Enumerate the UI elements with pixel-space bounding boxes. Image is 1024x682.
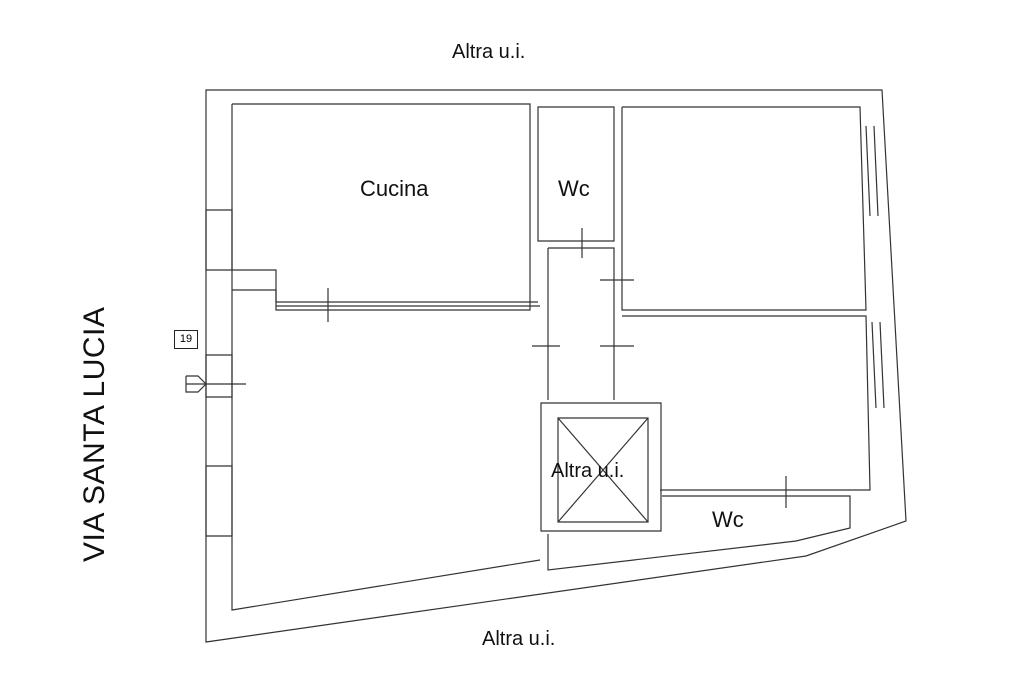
room-label-kitchen: Cucina bbox=[360, 176, 429, 201]
window-west-3 bbox=[206, 355, 232, 397]
neighbor-label-bottom: Altra u.i. bbox=[482, 628, 556, 650]
window-east-1 bbox=[866, 126, 870, 216]
shaft-outer bbox=[541, 403, 661, 531]
entrance-arrow bbox=[186, 376, 206, 392]
window-west-2 bbox=[206, 466, 232, 536]
civic-number-badge: 19 bbox=[174, 330, 198, 349]
shaft-inner bbox=[558, 418, 648, 522]
outer-wall bbox=[206, 90, 906, 642]
kitchen-walls bbox=[232, 104, 530, 310]
wc-top-walls bbox=[538, 107, 614, 241]
shaft-diagonal-2 bbox=[558, 418, 648, 522]
room-label-wc-bottom: Wc bbox=[712, 507, 744, 532]
kitchen-inner bbox=[232, 270, 538, 302]
neighbor-label-top: Altra u.i. bbox=[452, 41, 526, 63]
window-east-2 bbox=[872, 322, 876, 408]
corridor-walls bbox=[548, 248, 614, 400]
room-label-wc-top: Wc bbox=[558, 176, 590, 201]
window-west-1 bbox=[206, 210, 232, 270]
room-se-walls bbox=[622, 316, 870, 490]
inner-wall-west bbox=[232, 104, 540, 610]
neighbor-label-shaft: Altra u.i. bbox=[551, 460, 625, 482]
window-east-1b bbox=[874, 126, 878, 216]
window-east-2b bbox=[880, 322, 884, 408]
room-ne-walls bbox=[622, 107, 866, 310]
street-label: VIA SANTA LUCIA bbox=[78, 306, 111, 562]
wc-bottom-walls bbox=[548, 496, 850, 570]
